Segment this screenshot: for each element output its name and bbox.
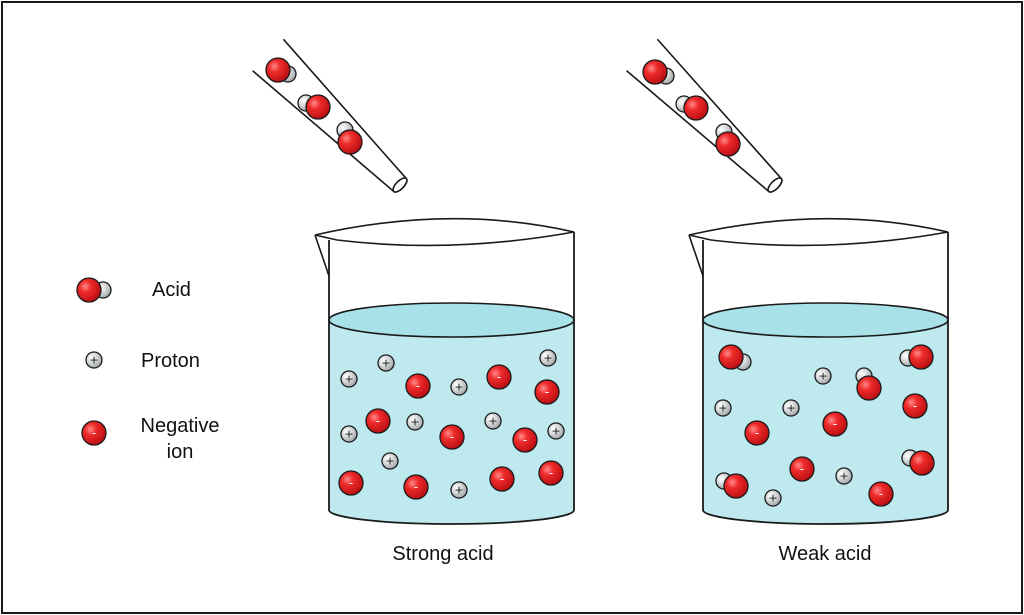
acid-molecule	[642, 59, 675, 85]
proton-particle: +	[764, 489, 782, 507]
acid-molecule	[297, 94, 331, 120]
acid-molecule	[336, 121, 363, 155]
proton-sign: +	[768, 492, 777, 505]
proton-particle: +	[835, 467, 853, 485]
negative-sign: -	[879, 487, 883, 501]
legend-icons: +-	[76, 277, 112, 446]
proton-particle: +	[547, 422, 565, 440]
acid-molecule	[901, 449, 935, 476]
acid-molecule	[718, 344, 752, 371]
acid-molecule	[715, 472, 749, 499]
negative-ion-particle: -	[365, 408, 391, 434]
acid-molecule	[899, 344, 934, 370]
proton-sign: +	[410, 416, 419, 429]
proton-sign: +	[89, 354, 98, 367]
proton-particle: +	[340, 370, 358, 388]
proton-particle: +	[782, 399, 800, 417]
negative-sign: -	[800, 462, 804, 476]
negative-sign: -	[913, 399, 917, 413]
negative-ion-particle: -	[486, 364, 512, 390]
proton-particle: +	[539, 349, 557, 367]
proton-particle: +	[450, 481, 468, 499]
proton-sign: +	[718, 402, 727, 415]
negative-ion-particle: -	[489, 466, 515, 492]
negative-sign: -	[92, 426, 96, 440]
negative-sign: -	[497, 370, 501, 384]
negative-ion-particle: -	[439, 424, 465, 450]
proton-sign: +	[488, 415, 497, 428]
proton-particle: +	[381, 452, 399, 470]
negative-ion-particle: -	[403, 474, 429, 500]
negative-sign: -	[755, 426, 759, 440]
caption-strong-acid: Strong acid	[392, 543, 494, 565]
proton-sign: +	[385, 455, 394, 468]
proton-particle: +	[450, 378, 468, 396]
proton-sign: +	[818, 370, 827, 383]
negative-sign: -	[833, 417, 837, 431]
negative-sign: -	[376, 414, 380, 428]
proton-particle: +	[377, 354, 395, 372]
proton-particle: +	[85, 351, 103, 369]
negative-sign: -	[523, 433, 527, 447]
proton-sign: +	[381, 357, 390, 370]
negative-ion-particle: -	[868, 481, 894, 507]
acid-molecule	[715, 123, 741, 157]
caption-weak-acid: Weak acid	[778, 543, 872, 565]
negative-ion-particle: -	[512, 427, 538, 453]
proton-particle: +	[484, 412, 502, 430]
proton-particle: +	[814, 367, 832, 385]
proton-sign: +	[344, 428, 353, 441]
liquid-surface	[328, 302, 575, 338]
legend-negative-ion-label: Negative ion	[140, 415, 220, 463]
proton-sign: +	[344, 373, 353, 386]
acid-molecule	[675, 95, 709, 121]
proton-particle: +	[340, 425, 358, 443]
negative-sign: -	[500, 472, 504, 486]
proton-sign: +	[454, 381, 463, 394]
acid-molecule	[265, 57, 297, 83]
proton-particle: +	[714, 399, 732, 417]
negative-sign: -	[549, 466, 553, 480]
negative-ion-particle: -	[902, 393, 928, 419]
proton-sign: +	[839, 470, 848, 483]
legend-proton-label: Proton	[141, 350, 200, 372]
liquid-surface	[702, 302, 949, 338]
negative-ion-particle: -	[822, 411, 848, 437]
acid-molecule	[76, 277, 112, 303]
proton-sign: +	[543, 352, 552, 365]
negative-ion-particle: -	[534, 379, 560, 405]
negative-ion-particle: -	[744, 420, 770, 446]
negative-ion-particle: -	[405, 373, 431, 399]
negative-sign: -	[414, 480, 418, 494]
pipette-particles	[265, 57, 741, 157]
negative-ion-particle: -	[538, 460, 564, 486]
weak-acid-particles: + + + + + - - - - -	[714, 344, 935, 507]
proton-sign: +	[454, 484, 463, 497]
negative-ion-particle: -	[338, 470, 364, 496]
negative-sign: -	[450, 430, 454, 444]
proton-sign: +	[786, 402, 795, 415]
negative-ion-particle: -	[81, 420, 107, 446]
proton-sign: +	[551, 425, 560, 438]
negative-sign: -	[545, 385, 549, 399]
negative-sign: -	[416, 379, 420, 393]
proton-particle: +	[406, 413, 424, 431]
legend-acid-label: Acid	[152, 279, 191, 301]
negative-sign: -	[349, 476, 353, 490]
strong-acid-particles: + + + + + + + + + + - - - - - - - - - -	[338, 349, 565, 500]
acid-molecule	[855, 367, 882, 401]
negative-ion-particle: -	[789, 456, 815, 482]
